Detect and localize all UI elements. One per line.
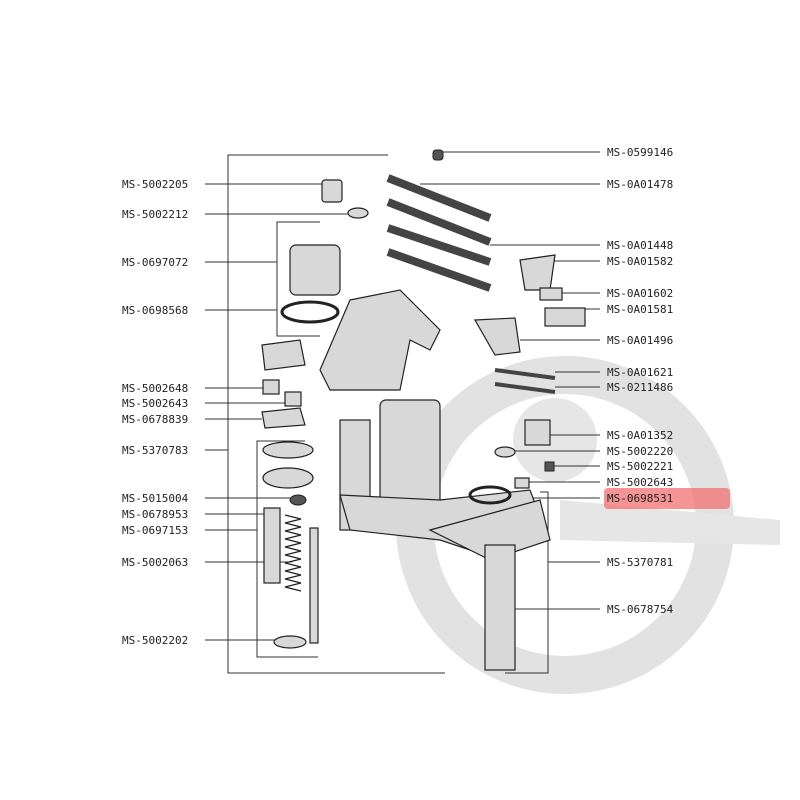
part-label[interactable]: MS-5002220 xyxy=(607,445,673,458)
part-0697153 xyxy=(284,514,302,592)
part-label[interactable]: MS-0697072 xyxy=(122,256,188,269)
frame-lines xyxy=(227,154,549,674)
part-5002221 xyxy=(544,461,555,472)
part-0A01602 xyxy=(539,287,563,301)
part-label[interactable]: MS-0697153 xyxy=(122,524,188,537)
part-5370783 xyxy=(262,441,314,459)
part-0A01621 xyxy=(494,368,556,380)
part-label[interactable]: MS-0698568 xyxy=(122,304,188,317)
part-label[interactable]: MS-5370781 xyxy=(607,556,673,569)
part-label[interactable]: MS-5002205 xyxy=(122,178,188,191)
part-5002648 xyxy=(262,379,280,395)
leader-lines xyxy=(205,151,600,641)
parts-drawing xyxy=(261,149,586,671)
highlight-box xyxy=(604,488,730,509)
part-0697072 xyxy=(289,244,341,296)
part-boiler xyxy=(379,399,441,511)
part-0A01352 xyxy=(524,419,551,446)
part-5002643-left xyxy=(284,391,302,407)
part-label[interactable]: MS-5002643 xyxy=(122,397,188,410)
part-label[interactable]: MS-0A01581 xyxy=(607,303,673,316)
part-label[interactable]: MS-5002643 xyxy=(607,476,673,489)
part-0698568 xyxy=(280,300,340,324)
part-5002212 xyxy=(347,207,369,219)
part-label[interactable]: MS-0678839 xyxy=(122,413,188,426)
part-label[interactable]: MS-0A01602 xyxy=(607,287,673,300)
part-label[interactable]: MS-0A01352 xyxy=(607,429,673,442)
part-label[interactable]: MS-0A01621 xyxy=(607,366,673,379)
part-0698531 xyxy=(468,485,512,505)
part-label[interactable]: MS-0A01582 xyxy=(607,255,673,268)
part-0678839 xyxy=(261,407,306,429)
part-0211486 xyxy=(494,382,556,394)
part-label[interactable]: MS-5015004 xyxy=(122,492,189,505)
part-label[interactable]: MS-0A01496 xyxy=(607,334,673,347)
part-0599146 xyxy=(432,149,444,161)
part-5002205 xyxy=(321,179,343,203)
part-label[interactable]: MS-5002648 xyxy=(122,382,188,395)
part-0A01581 xyxy=(544,307,586,327)
part-5002063 xyxy=(309,527,319,644)
part-0678754 xyxy=(484,544,516,671)
part-label[interactable]: MS-0599146 xyxy=(607,146,673,159)
part-left-bracket xyxy=(261,339,306,371)
part-label[interactable]: MS-0A01478 xyxy=(607,178,673,191)
part-5015004 xyxy=(289,494,307,506)
part-5002643-right xyxy=(514,477,530,489)
part-labels: MS-5002205MS-5002212MS-0697072MS-0698568… xyxy=(122,146,730,647)
part-label[interactable]: MS-0678953 xyxy=(122,508,188,521)
part-label[interactable]: MS-0678754 xyxy=(607,603,674,616)
part-5002220 xyxy=(494,446,516,458)
part-top-housing xyxy=(319,289,441,391)
part-label-highlighted[interactable]: MS-0698531 xyxy=(607,492,673,505)
part-5002202 xyxy=(273,635,307,649)
part-label[interactable]: MS-0A01448 xyxy=(607,239,673,252)
part-label[interactable]: MS-5370783 xyxy=(122,444,188,457)
part-label[interactable]: MS-5002221 xyxy=(607,460,673,473)
part-0678953 xyxy=(263,507,281,584)
part-0A01496 xyxy=(473,317,521,356)
part-rods xyxy=(386,174,492,292)
part-disc xyxy=(262,467,314,489)
part-5370781 xyxy=(428,499,551,561)
part-0A01582 xyxy=(519,254,556,291)
part-label[interactable]: MS-5002212 xyxy=(122,208,188,221)
part-label[interactable]: MS-0211486 xyxy=(607,381,673,394)
part-label[interactable]: MS-5002202 xyxy=(122,634,188,647)
part-label[interactable]: MS-5002063 xyxy=(122,556,188,569)
